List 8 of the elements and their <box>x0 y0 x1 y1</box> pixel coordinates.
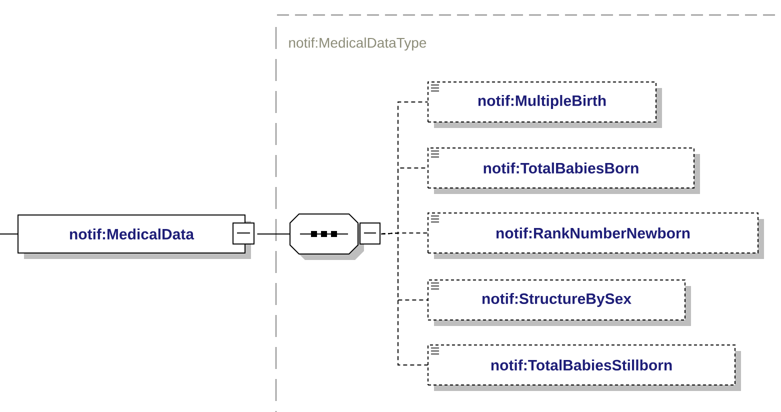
element-box: notif:StructureBySex <box>428 280 691 326</box>
connector-line <box>380 232 428 366</box>
element-box: notif:TotalBabiesStillborn <box>428 344 741 391</box>
element-box: notif:MultipleBirth <box>428 82 662 128</box>
sequence-compositor <box>290 214 380 260</box>
element-box: notif:MedicalData <box>18 214 254 259</box>
element-box: notif:RankNumberNewborn <box>428 212 764 259</box>
element-box: notif:TotalBabiesBorn <box>428 148 700 194</box>
